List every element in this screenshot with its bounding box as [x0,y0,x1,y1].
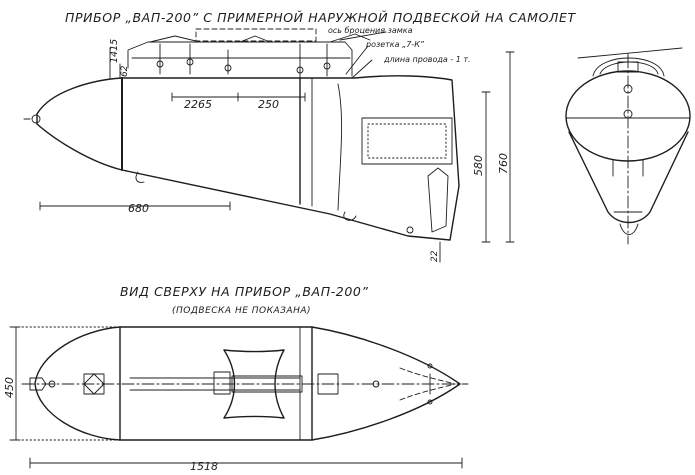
dim-22: 22 [430,250,440,262]
top-view-title: ВИД СВЕРХУ НА ПРИБОР „ВАП-200” [120,284,369,299]
front-view [565,47,691,245]
callout-wire-length: длина провода - 1 т. [383,55,471,64]
dim-450: 450 [3,377,16,398]
dim-250: 250 [258,98,279,111]
dim-580: 580 [472,155,485,176]
dim-680: 680 [128,202,149,215]
top-view-subtitle: (ПОДВЕСКА НЕ ПОКАЗАНА) [172,306,311,316]
drawing-title: ПРИБОР „ВАП-200” С ПРИМЕРНОЙ НАРУЖНОЙ ПО… [65,10,577,25]
suspension-pylon [127,28,371,81]
dim-62: 62 [120,65,130,77]
side-body [23,75,460,241]
dim-2265: 2265 [184,98,212,111]
side-dimension-lines [39,31,515,263]
top-view: 450 1518 [3,326,469,473]
side-view: 1415 62 2265 250 680 580 760 22 ось броц… [23,26,515,263]
callout-lock-axis: ось броцения замка [328,26,413,35]
dim-1415: 1415 [109,39,120,63]
callout-socket: розетка „7-К” [365,40,425,49]
dim-760: 760 [497,153,510,174]
dim-1518: 1518 [190,460,218,473]
